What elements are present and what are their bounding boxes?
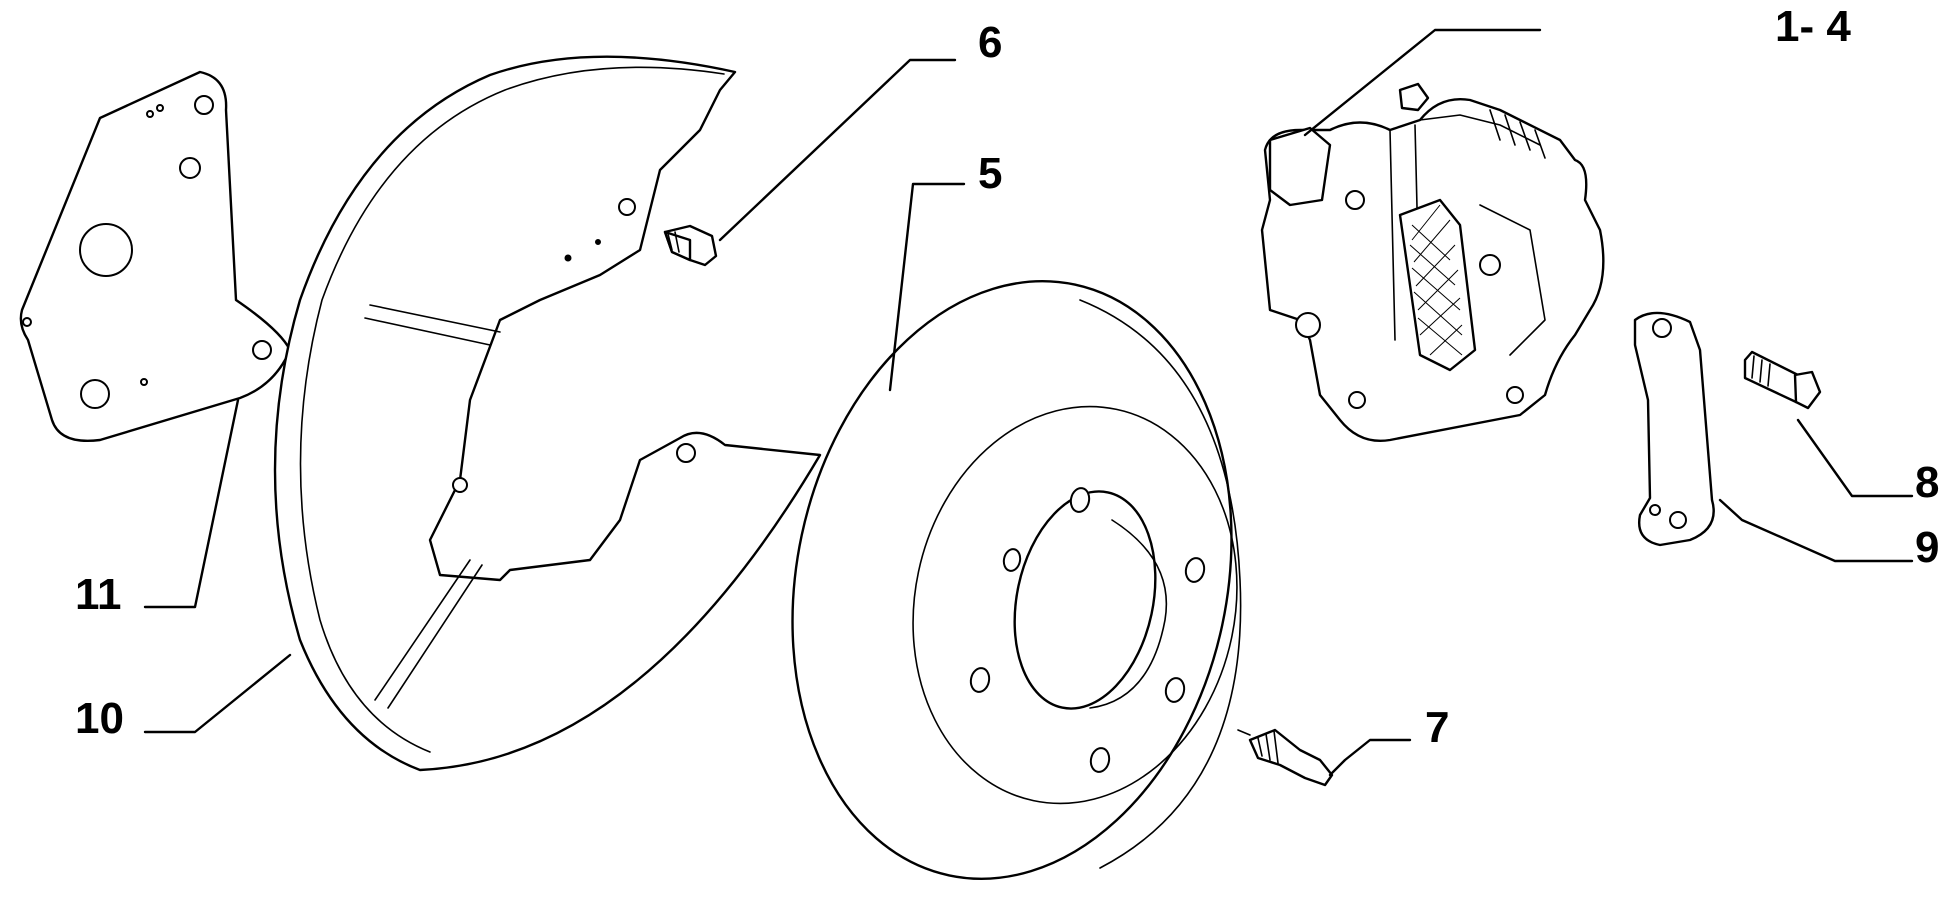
link-plate-part-9 [1633, 311, 1715, 547]
callout-8: 8 [1915, 458, 1939, 507]
callout-labels: 1- 4 5 6 7 8 9 10 11 [75, 2, 1939, 752]
bleed-screw-part-7 [1237, 728, 1334, 787]
callout-11: 11 [75, 570, 122, 619]
callout-10: 10 [75, 694, 124, 743]
leader-lines [143, 28, 1914, 777]
screw-part-6 [663, 224, 718, 267]
mounting-plate-part-11 [19, 70, 292, 442]
bolt-part-8 [1743, 350, 1822, 410]
callout-9: 9 [1915, 523, 1939, 572]
dust-shield-part-10 [273, 55, 822, 772]
callout-6: 6 [978, 18, 1002, 67]
callout-7: 7 [1425, 703, 1449, 752]
caliper-part-1-4 [1260, 82, 1605, 442]
callout-5: 5 [978, 149, 1002, 198]
callout-1-4: 1- 4 [1775, 2, 1851, 51]
brake-disc-part-5 [791, 280, 1242, 880]
